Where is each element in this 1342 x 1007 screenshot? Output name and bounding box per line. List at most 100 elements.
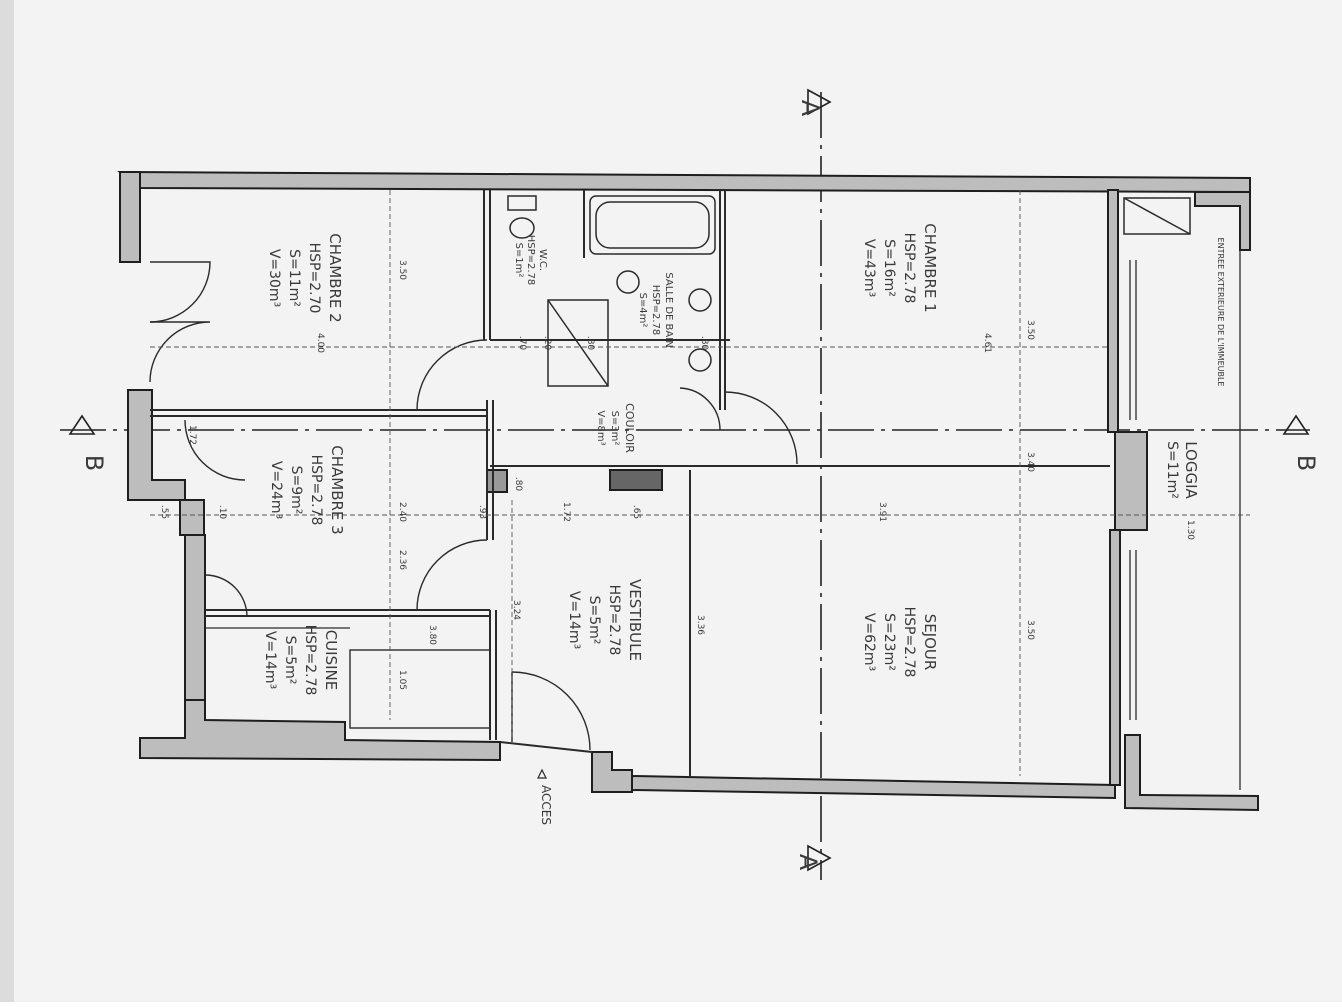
wall-left-upper xyxy=(119,171,141,263)
dim-0-10: .10 xyxy=(217,505,227,520)
door-chambre2 xyxy=(149,261,211,323)
column-right xyxy=(1114,431,1148,531)
dim-0-70: .70 xyxy=(517,336,527,351)
dim-4-00: 4.00 xyxy=(315,333,325,353)
room-chambre3-name: CHAMBRE 3 xyxy=(328,445,346,534)
room-cuisine-label: CUISINE HSP=2.78 S=5m² V=14m³ xyxy=(262,625,340,696)
section-b-right-arrow xyxy=(1282,414,1310,435)
bathtub xyxy=(589,195,716,255)
dimension-labels: 4.00 4.61 1.72 .65 3.91 2.40 .93 1.30 3.… xyxy=(159,260,1195,690)
interior-partitions xyxy=(150,190,1110,776)
room-sdb-label: SALLE DE BAIN HSP=2.78 S=4m² xyxy=(637,272,674,347)
dim-3-40: 3.40 xyxy=(1025,452,1035,472)
room-chambre3-label: CHAMBRE 3 HSP=2.78 S=9m² V=24m³ xyxy=(268,445,346,534)
room-couloir-v: V=8m³ xyxy=(595,410,606,445)
dim-3-91: 3.91 xyxy=(877,502,887,522)
room-wc-label: W.C. HSP=2.78 S=1m² xyxy=(513,235,548,286)
windows xyxy=(1129,250,1241,790)
shower-tray xyxy=(547,299,609,387)
loggia-label: LOGGIA S=11m² xyxy=(1164,441,1200,499)
room-sejour-v: V=62m³ xyxy=(861,613,877,671)
dim-3-50-ch2: 3.50 xyxy=(397,260,407,280)
dim-3-36: 3.36 xyxy=(695,615,705,635)
dim-2-40: 2.40 xyxy=(397,502,407,522)
loggia-name: LOGGIA xyxy=(1182,441,1200,499)
room-wc-hsp: HSP=2.78 xyxy=(525,235,536,286)
dim-4-61: 4.61 xyxy=(982,333,992,353)
wall-bottom-left xyxy=(139,699,501,762)
washbasin xyxy=(616,270,640,294)
section-b-right-label: B xyxy=(1292,455,1320,471)
room-chambre2-name: CHAMBRE 2 xyxy=(326,233,344,322)
room-cuisine-s: S=5m² xyxy=(282,636,298,685)
room-chambre1-name: CHAMBRE 1 xyxy=(921,223,939,312)
room-couloir-s: S=3m² xyxy=(609,411,620,446)
room-cuisine-v: V=14m³ xyxy=(262,631,278,689)
section-line-a: A A xyxy=(794,88,832,880)
room-cuisine-hsp: HSP=2.78 xyxy=(302,625,318,696)
door-chambre1 xyxy=(724,391,798,465)
room-sejour-label: SEJOUR HSP=2.78 S=23m² V=62m³ xyxy=(861,607,939,678)
paper-left-shadow xyxy=(0,0,14,1002)
section-a-top-arrow xyxy=(807,88,832,116)
door-swings xyxy=(149,261,798,751)
section-a-bottom-arrow xyxy=(807,844,832,872)
room-vestibule-hsp: HSP=2.78 xyxy=(606,585,622,656)
room-vestibule-label: VESTIBULE HSP=2.78 S=5m² V=14m³ xyxy=(566,579,644,661)
dim-3-80: 3.80 xyxy=(427,625,437,645)
room-sdb-s: S=4m² xyxy=(637,293,648,328)
room-vestibule-s: S=5m² xyxy=(586,596,602,645)
room-vestibule-name: VESTIBULE xyxy=(626,579,644,661)
wall-loggia-bottom xyxy=(1124,734,1259,812)
column-corridor xyxy=(486,469,508,493)
dim-0-65: .65 xyxy=(631,505,641,519)
room-sdb-name: SALLE DE BAIN xyxy=(663,272,674,347)
door-chambre2-inner xyxy=(416,339,488,411)
column-center xyxy=(609,469,663,491)
section-line-b: B B xyxy=(60,414,1320,471)
room-chambre3-v: V=24m³ xyxy=(268,461,284,519)
room-chambre2-v: V=30m³ xyxy=(266,249,282,307)
room-cuisine-name: CUISINE xyxy=(322,630,340,691)
wall-bottom-right xyxy=(631,774,1116,800)
door-sdb xyxy=(679,387,721,431)
dim-0-93: .93 xyxy=(477,505,487,519)
wall-right-upper xyxy=(1107,189,1119,433)
room-couloir-label: COULOIR S=3m² V=8m³ xyxy=(595,403,636,453)
dim-1-30: 1.30 xyxy=(1185,520,1195,540)
room-chambre2-label: CHAMBRE 2 HSP=2.70 S=11m² V=30m³ xyxy=(266,233,344,322)
section-b-left-arrow xyxy=(68,414,96,435)
dim-3-50-right: 3.50 xyxy=(1025,320,1035,340)
room-wc-s: S=1m² xyxy=(513,243,524,278)
room-chambre1-s: S=16m² xyxy=(881,239,897,297)
door-chambre3-exterior xyxy=(204,574,248,618)
room-vestibule-v: V=14m³ xyxy=(566,591,582,649)
loggia-s: S=11m² xyxy=(1164,441,1180,499)
door-chambre3 xyxy=(416,539,488,611)
room-couloir-name: COULOIR xyxy=(623,403,636,453)
room-chambre1-hsp: HSP=2.78 xyxy=(901,233,917,304)
room-chambre2-hsp: HSP=2.70 xyxy=(306,243,322,314)
wall-left-notch xyxy=(179,499,205,536)
dimension-lines xyxy=(150,190,1250,776)
wall-right-lower xyxy=(1109,529,1121,786)
dim-0-55: .55 xyxy=(159,505,169,519)
dim-1-05: 1.05 xyxy=(397,670,407,690)
room-labels: CHAMBRE 2 HSP=2.70 S=11m² V=30m³ CHAMBRE… xyxy=(262,223,1225,825)
room-chambre3-hsp: HSP=2.78 xyxy=(308,455,324,526)
room-chambre1-v: V=43m³ xyxy=(861,239,877,297)
dim-0-80-a: .80 xyxy=(585,336,595,351)
toilet xyxy=(509,217,535,239)
wall-entrance-stub xyxy=(591,751,633,793)
door-entrance xyxy=(511,671,591,751)
room-chambre1-label: CHAMBRE 1 HSP=2.78 S=16m² V=43m³ xyxy=(861,223,939,312)
dim-0-20: .20 xyxy=(542,336,552,351)
dim-0-80-b: .80 xyxy=(699,336,709,351)
wall-left-lower xyxy=(184,534,206,701)
section-a-bottom-label: A xyxy=(794,854,822,871)
room-chambre3-s: S=9m² xyxy=(288,466,304,515)
dim-2-36: 2.36 xyxy=(397,550,407,570)
dim-0-80-c: .80 xyxy=(513,477,523,492)
dim-1-72-b: 1.72 xyxy=(187,425,197,445)
